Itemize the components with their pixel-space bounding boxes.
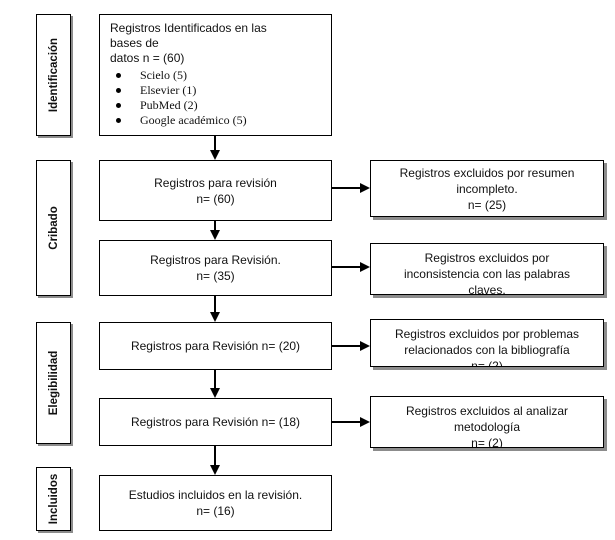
review-box-3: Registros para Revisión n= (20): [99, 322, 332, 370]
excluded-box-2: Registros excluidos por inconsistencia c…: [370, 243, 604, 295]
database-list: Scielo (5) Elsevier (1) PubMed (2) Googl…: [110, 68, 321, 128]
bullet-icon: [116, 118, 121, 123]
review-box-4: Registros para Revisión n= (18): [99, 398, 332, 446]
excluded-box-4: Registros excluidos al analizar metodolo…: [370, 396, 604, 448]
stage-screening: Cribado: [36, 160, 71, 296]
stage-included: Incluidos: [36, 467, 71, 531]
included-studies-box: Estudios incluidos en la revisión. n= (1…: [99, 475, 332, 531]
review-box-1: Registros para revisión n= (60): [99, 160, 332, 221]
review-box-2: Registros para Revisión. n= (35): [99, 240, 332, 296]
database-item: Google académico (5): [110, 113, 321, 128]
database-item: PubMed (2): [110, 98, 321, 113]
stage-eligibility: Elegibilidad: [36, 322, 71, 444]
database-item: Elsevier (1): [110, 83, 321, 98]
excluded-box-1: Registros excluidos por resumen incomple…: [370, 160, 604, 217]
identified-records-box: Registros Identificados en las bases de …: [99, 14, 332, 136]
database-item: Scielo (5): [110, 68, 321, 83]
stage-identification: Identificación: [36, 14, 71, 136]
bullet-icon: [116, 73, 121, 78]
excluded-box-3: Registros excluidos por problemas relaci…: [370, 319, 604, 367]
identified-title: Registros Identificados en las bases de …: [110, 21, 267, 65]
bullet-icon: [116, 103, 121, 108]
bullet-icon: [116, 88, 121, 93]
